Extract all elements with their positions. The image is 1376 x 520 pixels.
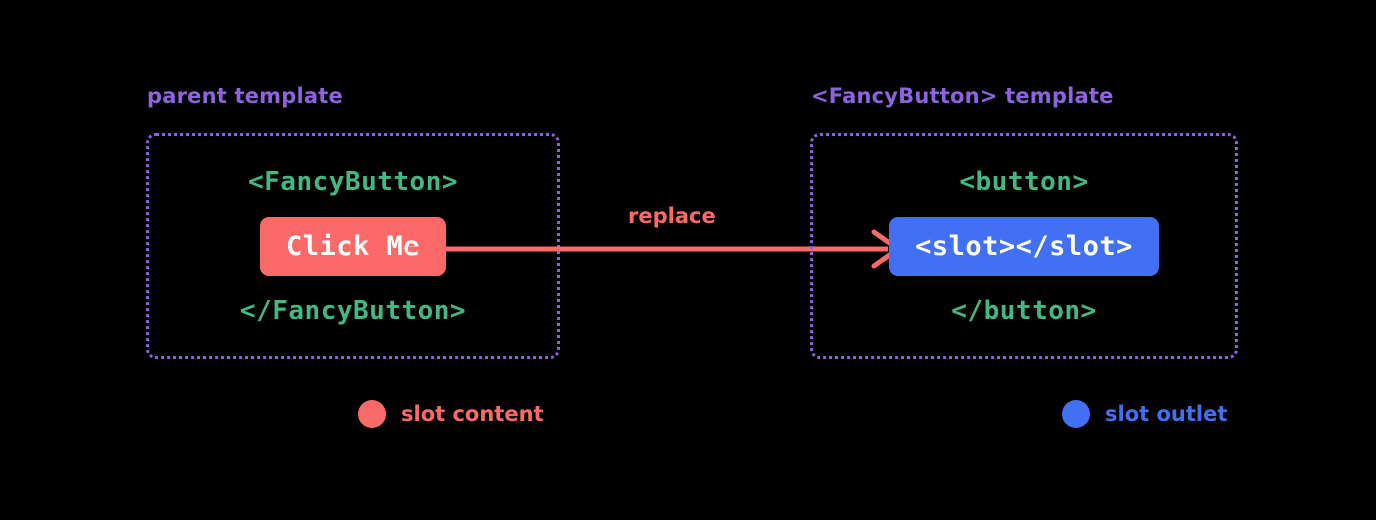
filled-circle-icon — [1062, 400, 1090, 428]
fancybutton-template-heading: <FancyButton> template — [811, 84, 1114, 108]
legend-label-slot-outlet: slot outlet — [1105, 402, 1228, 426]
fancybutton-template-panel: <button> <slot></slot> </button> — [810, 133, 1238, 359]
parent-template-heading: parent template — [147, 84, 343, 108]
parent-close-tag: </FancyButton> — [239, 295, 467, 326]
fancybutton-code-stack: <button> <slot></slot> </button> — [813, 136, 1235, 356]
legend-item-slot-outlet: slot outlet — [1062, 400, 1227, 428]
slot-outlet-pill[interactable]: <slot></slot> — [889, 216, 1159, 276]
legend-item-slot-content: slot content — [358, 400, 544, 428]
filled-circle-icon — [358, 400, 386, 428]
parent-template-panel: <FancyButton> Click Me </FancyButton> — [146, 133, 560, 359]
parent-code-stack: <FancyButton> Click Me </FancyButton> — [149, 136, 557, 356]
slot-content-pill[interactable]: Click Me — [260, 216, 446, 276]
replace-arrow-label: replace — [628, 204, 716, 228]
legend-label-slot-content: slot content — [401, 402, 544, 426]
fancybutton-close-tag: </button> — [951, 295, 1097, 326]
fancybutton-open-tag: <button> — [959, 166, 1089, 197]
parent-open-tag: <FancyButton> — [248, 166, 458, 197]
